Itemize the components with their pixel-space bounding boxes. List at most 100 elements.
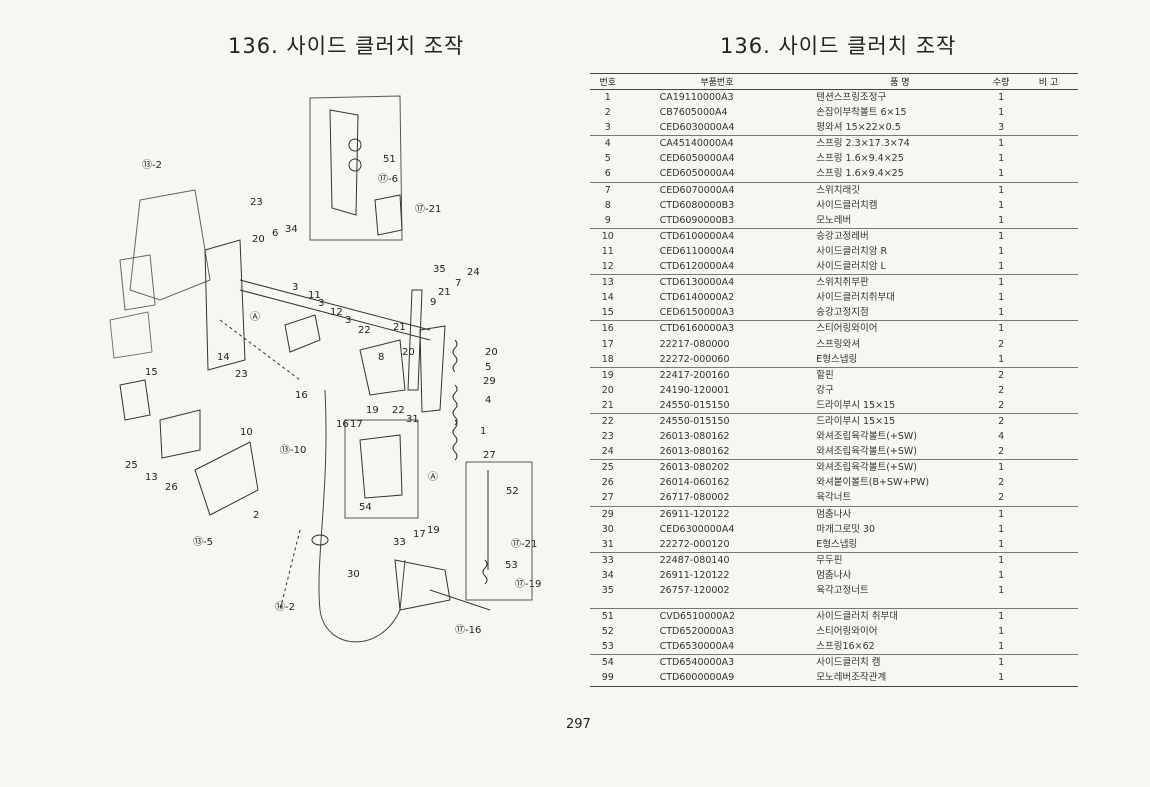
cell-name: 멈춤나사 [816,569,852,581]
cell-name: 강구 [816,384,834,396]
cell-part-no: CED6070000A4 [625,181,809,198]
cell-no: 51 [590,608,626,625]
header-remarks: 비 고 [1018,73,1078,90]
cell-name: 스프링 2.3×17.3×74 [808,135,984,152]
svg-text:20: 20 [485,347,498,358]
svg-text:24: 24 [467,267,480,278]
cell-part-no: 26014-060162 [659,477,730,489]
cell-no: 3 [604,122,611,134]
cell-name: 멈춤나사 [808,505,984,522]
svg-text:27: 27 [483,450,496,461]
cell-no: 20 [601,384,614,396]
cell-no: 25 [590,459,626,476]
cell-part-no: 24190-120001 [659,384,730,396]
cell-name: 사이드클러치 캠 [808,654,984,671]
cell-remarks [1018,274,1078,291]
cell-no: 17 [601,338,614,350]
cell-qty: 1 [998,292,1005,304]
cell-remarks [1019,198,1078,213]
svg-text:7: 7 [455,278,461,289]
cell-remarks [1019,639,1078,655]
cell-name: 사이드클러치암 L [816,261,886,273]
cell-part-no: 24550-015150 [659,399,730,411]
cell-qty: 1 [983,654,1019,671]
cell-remarks [1019,522,1078,537]
svg-text:29: 29 [483,376,496,387]
cell-name: 모노레버 [816,214,852,226]
cell-part-no: CED6050000A4 [659,153,735,165]
cell-no: 6 [604,168,611,180]
cell-name: 승강고정지점 [816,307,869,319]
cell-qty: 1 [983,459,1019,476]
cell-part-no: CED6110000A4 [659,245,735,257]
cell-name: E형스냅링 [816,538,858,550]
cell-part-no: CA45140000A4 [625,135,809,152]
cell-part-no: 22272-000120 [659,538,730,550]
cell-remarks [1019,475,1078,490]
cell-part-no: CTD6530000A4 [659,641,735,653]
cell-remarks [1019,151,1078,166]
cell-remarks [1019,305,1078,321]
cell-part-no: CED6150000A3 [659,307,735,319]
cell-no: 10 [590,227,626,244]
cell-part-no: 26717-080002 [659,492,730,504]
cell-name: 드라이부시 15×15 [816,399,896,411]
cell-remarks [1019,537,1078,553]
cell-remarks [1019,444,1078,460]
svg-text:3: 3 [345,315,351,326]
cell-no: 11 [601,245,614,257]
cell-name: 와셔조립육각볼트(+SW) [816,446,918,458]
cell-remarks [1018,412,1078,430]
svg-text:⑭-2: ⑭-2 [275,601,295,613]
svg-text:33: 33 [393,537,406,548]
cell-name: 육각고정너트 [816,585,869,596]
svg-text:23: 23 [235,369,248,380]
cell-part-no: CTD6100000A4 [625,227,809,244]
cell-no: 52 [601,626,614,638]
cell-qty: 1 [998,626,1005,638]
cell-part-no: 22217-080000 [659,338,730,350]
cell-no: 4 [590,135,626,152]
cell-name: 사이드클러치캠 [816,199,878,211]
cell-no: 19 [590,366,626,383]
cell-part-no: 26013-080202 [625,459,809,476]
cell-remarks [1019,568,1078,583]
cell-remarks [1019,259,1078,275]
cell-remarks [1019,490,1078,506]
svg-text:25: 25 [125,460,138,471]
svg-text:⑰-21: ⑰-21 [511,538,537,550]
cell-qty: 1 [983,135,1019,152]
svg-text:⑬-5: ⑬-5 [193,536,213,548]
svg-text:10: 10 [240,427,253,438]
cell-part-no: 26013-080162 [659,446,730,458]
cell-name: 스티어링와이어 [808,320,984,337]
svg-text:16: 16 [295,390,308,401]
cell-name: 사이드클러치암 R [816,245,888,257]
cell-part-no: 24550-015150 [625,412,809,430]
cell-remarks [1018,227,1078,244]
cell-remarks [1019,120,1078,136]
cell-name: E형스냅링 [816,353,858,365]
cell-part-no: CED6030000A4 [659,122,735,134]
cell-name: 스티어링와이어 [816,626,878,638]
svg-text:⑰-6: ⑰-6 [378,173,398,185]
